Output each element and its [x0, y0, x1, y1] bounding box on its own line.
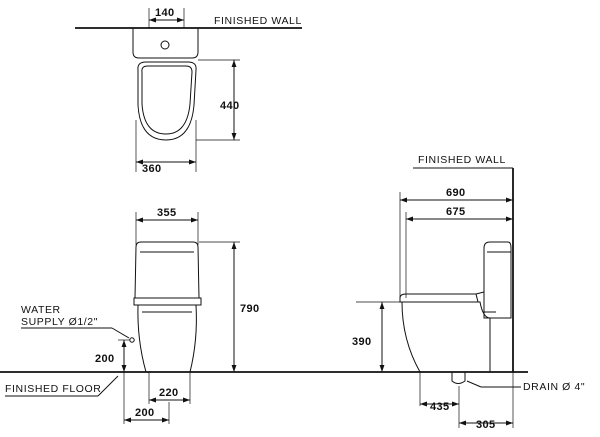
top-view: FINISHED WALL 140 440 360: [75, 7, 302, 175]
dim-top-inlet-width: 140: [155, 7, 175, 19]
water-supply-label-1: WATER: [21, 304, 61, 316]
seat-side-outline: [399, 293, 479, 303]
dim-front-base-220: 220: [159, 387, 179, 399]
dim-top-depth: 440: [220, 100, 240, 112]
seat-front-outline: [133, 297, 202, 306]
seat-top-outline: [137, 61, 197, 141]
supply-hole: [160, 40, 170, 50]
dim-side-435: 435: [430, 401, 450, 413]
front-view: 355 790 WATER SUPPLY Ø1/2" 200 220 200: [21, 207, 260, 424]
tank-side-outline: [483, 241, 512, 319]
bowl-side-outline: [401, 301, 491, 373]
drain-pipe: [451, 372, 466, 384]
dim-side-305: 305: [476, 419, 496, 431]
dim-front-width: 355: [157, 207, 177, 219]
finished-wall-label-top: FINISHED WALL: [214, 15, 302, 27]
seat-lid-outline: [141, 65, 193, 135]
dim-supply-height: 200: [95, 353, 115, 365]
dim-front-height: 790: [240, 303, 260, 315]
finished-floor-label: FINISHED FLOOR: [5, 383, 102, 395]
drain-label: DRAIN Ø 4": [523, 381, 585, 393]
dim-side-390: 390: [352, 336, 372, 348]
dim-side-690: 690: [446, 187, 466, 199]
dim-side-675: 675: [446, 206, 466, 218]
dim-front-base-200: 200: [135, 407, 155, 419]
water-supply-label-2: SUPPLY Ø1/2": [21, 316, 98, 328]
tank-top-outline: [132, 28, 199, 59]
finished-wall-label-side: FINISHED WALL: [418, 154, 506, 166]
side-view: FINISHED WALL 690 675 390 DRAIN Ø 4": [352, 154, 585, 431]
dim-top-width: 360: [142, 163, 162, 175]
bowl-front-outline: [137, 304, 197, 373]
water-supply-point: [129, 337, 135, 343]
tank-front-outline: [134, 241, 200, 299]
